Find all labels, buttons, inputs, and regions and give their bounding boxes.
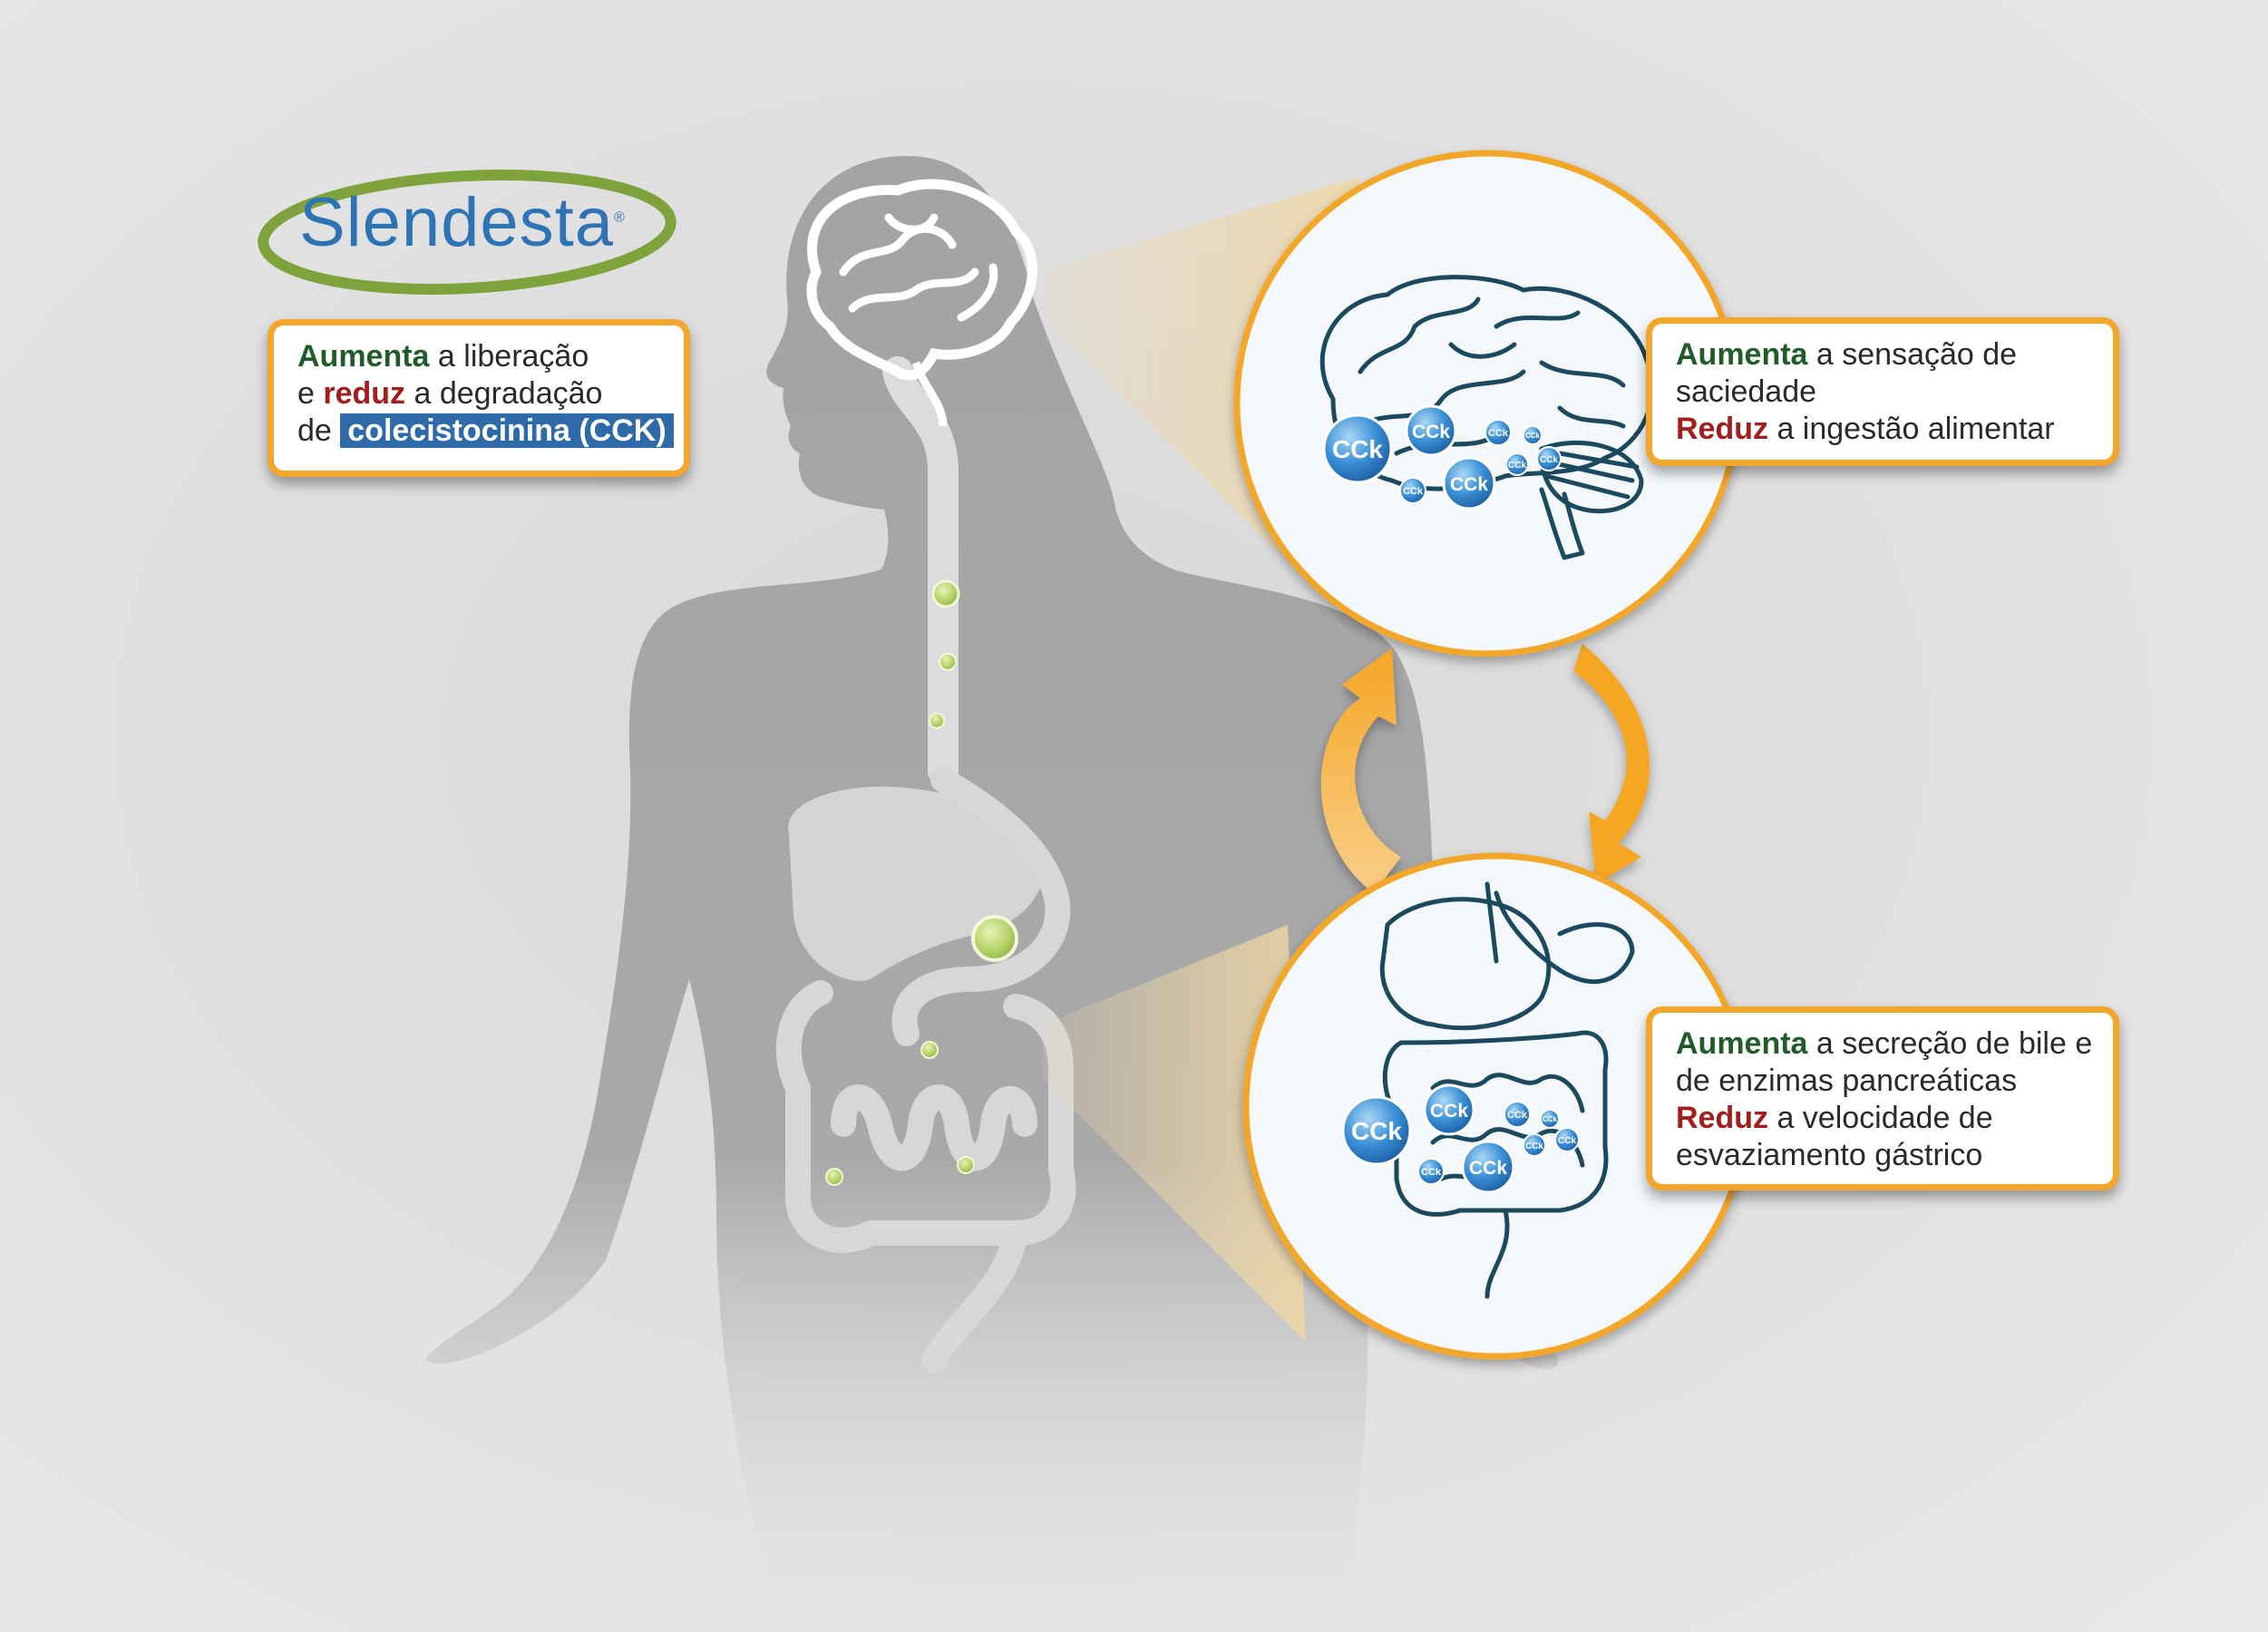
cck-marker: CCk — [1423, 1083, 1475, 1136]
cck-term-highlight: colecistocinina (CCK) — [340, 413, 674, 448]
cck-marker: CCk — [1461, 1140, 1515, 1194]
cck-label: CCk — [1412, 422, 1450, 442]
callout-text: a velocidade de — [1768, 1101, 1993, 1135]
cck-label: CCk — [1507, 1110, 1528, 1121]
cck-label: CCk — [1430, 1101, 1468, 1122]
esophagus — [882, 356, 959, 786]
cck-label: CCk — [1421, 1167, 1442, 1178]
cck-marker: CCk — [1540, 1109, 1560, 1129]
callout-line: saciedade — [1676, 374, 1817, 409]
cck-marker: CCk — [1405, 404, 1457, 457]
cck-label: CCk — [1450, 474, 1488, 495]
brain-cck-markers: CCk CCk CCk CCk CCk CCk CCk CCk — [1322, 404, 1562, 510]
callout-line: esvaziamento gástrico — [1676, 1138, 1983, 1172]
cck-label: CCk — [1525, 1141, 1543, 1151]
highlight-reduce: Reduz — [1676, 1101, 1768, 1135]
cck-label: CCk — [1543, 1115, 1558, 1123]
callout-line: Reduz a ingestão alimentar — [1676, 411, 2089, 448]
cck-label: CCk — [1540, 455, 1558, 465]
cck-marker: CCk — [1341, 1095, 1412, 1166]
callout-text: a sensação de — [1807, 337, 2018, 372]
gut-zoom-cone — [1043, 925, 1306, 1342]
logo: Slendesta® — [299, 189, 626, 257]
cck-marker: CCk — [1442, 456, 1496, 510]
callout-text: a ingestão alimentar — [1768, 412, 2055, 446]
cck-marker: CCk — [1399, 477, 1426, 504]
logo-swoosh — [258, 169, 677, 296]
gut-cck-markers: CCk CCk CCk CCk CCk CCk CCk CCk — [1341, 1083, 1580, 1194]
callout-text: de — [297, 413, 341, 448]
cck-marker: CCk — [1554, 1127, 1580, 1152]
cck-label: CCk — [1469, 1158, 1507, 1179]
cck-marker: CCk — [1417, 1158, 1445, 1185]
capsules — [825, 579, 1018, 1186]
cck-marker: CCk — [1523, 425, 1543, 445]
gut-effects-callout: Aumenta a secreção de bile e de enzimas … — [1646, 1006, 2119, 1190]
cck-label: CCk — [1525, 432, 1541, 440]
mechanism-callout: Aumenta a liberação e reduz a degradação… — [268, 319, 690, 477]
head-brain — [806, 179, 1037, 427]
highlight-reduce: Reduz — [1676, 412, 1768, 446]
highlight-increase: Aumenta — [1676, 1026, 1808, 1061]
callout-line: Reduz a velocidade de — [1676, 1100, 2089, 1137]
cck-label: CCk — [1488, 428, 1509, 439]
callout-text: a degradação — [405, 376, 603, 411]
cck-marker: CCk — [1523, 1133, 1546, 1157]
highlight-increase: Aumenta — [297, 339, 430, 374]
callout-text: e — [297, 376, 324, 411]
callout-line: Aumenta a sensação de — [1676, 336, 2089, 374]
highlight-increase: Aumenta — [1676, 337, 1808, 372]
cck-label: CCk — [1508, 461, 1526, 471]
cck-label: CCk — [1332, 435, 1383, 463]
logo-registered-mark: ® — [614, 209, 626, 226]
callout-line: Aumenta a secreção de bile e — [1676, 1025, 2093, 1063]
brain-effects-callout: Aumenta a sensação de saciedade Reduz a … — [1646, 317, 2119, 466]
logo-name: Slendesta — [299, 184, 615, 261]
callout-text: a secreção de bile e — [1807, 1026, 2093, 1061]
cck-marker: CCk — [1484, 419, 1512, 446]
callout-line: Aumenta a liberação — [297, 338, 660, 375]
cck-label: CCk — [1558, 1136, 1576, 1146]
cck-label: CCk — [1351, 1117, 1402, 1145]
brain-detail-circle — [1233, 150, 1741, 657]
callout-line: de enzimas pancreáticas — [1676, 1064, 2018, 1098]
cck-marker: CCk — [1322, 413, 1393, 484]
cck-marker: CCk — [1505, 452, 1529, 476]
highlight-reduce: reduz — [323, 376, 406, 411]
cck-label: CCk — [1403, 486, 1424, 497]
callout-text: a liberação — [429, 339, 589, 374]
cck-marker: CCk — [1536, 446, 1562, 471]
circular-arrows-icon — [1320, 644, 1650, 893]
cck-marker: CCk — [1504, 1101, 1531, 1128]
callout-line: e reduz a degradação — [297, 375, 660, 413]
callout-line: de colecistocinina (CCK) — [297, 413, 674, 450]
